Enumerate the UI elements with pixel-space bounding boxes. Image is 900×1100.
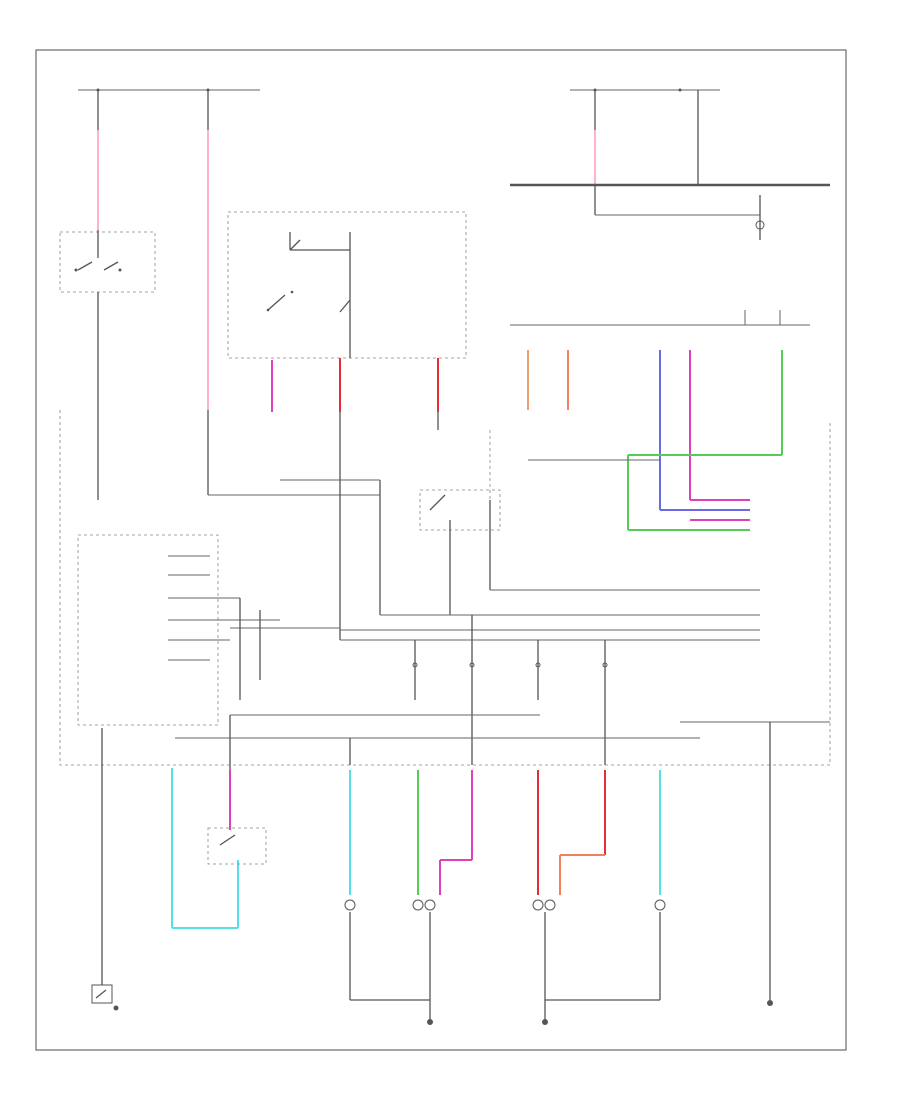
diagram-border [35, 49, 847, 1051]
mid-switch [419, 489, 760, 615]
top-right-fuse-block [510, 88, 830, 240]
module-input-block [77, 534, 280, 726]
switch-box-left [59, 230, 156, 500]
headlamp-switch-box [227, 211, 467, 359]
module-enclosure [59, 410, 831, 766]
lamp-symbols [344, 899, 666, 911]
parking-brake-switch [207, 827, 267, 865]
top-left-fuse-block [78, 88, 260, 410]
fuse-row-middle [412, 615, 608, 765]
ground-symbols [91, 984, 773, 1025]
